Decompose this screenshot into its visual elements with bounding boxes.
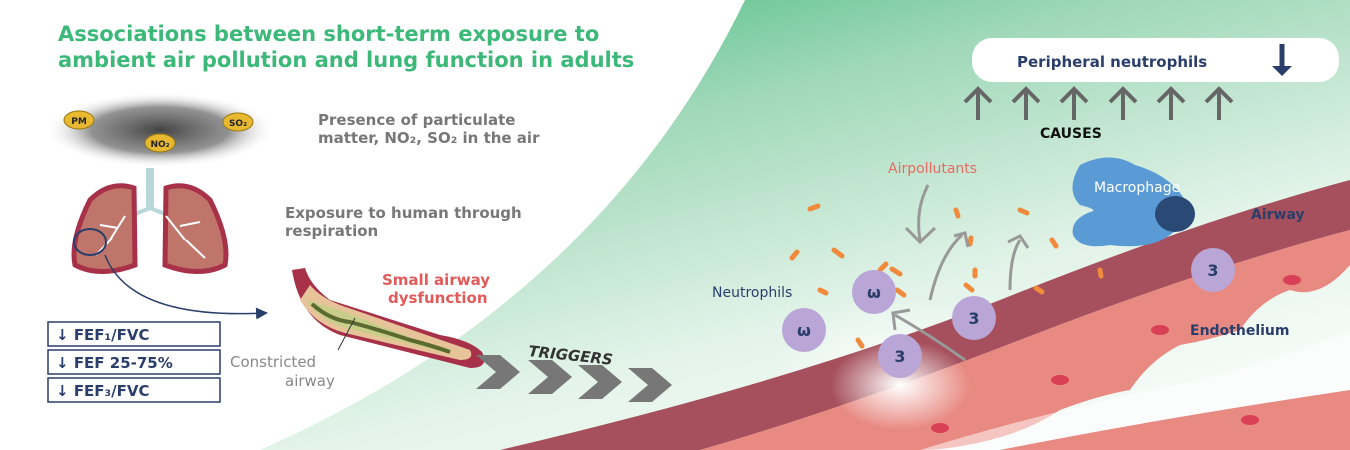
lungs-icon	[71, 168, 229, 274]
constricted-pointer	[337, 317, 356, 351]
down-arrow-icon	[1272, 44, 1292, 76]
airway-label: Airway	[1251, 207, 1305, 223]
svg-text:Peripheral neutrophils: Peripheral neutrophils	[1017, 53, 1207, 71]
svg-text:↓ FEF₃/FVC: ↓ FEF₃/FVC	[56, 382, 149, 400]
title-line-1: Associations between short-term exposure…	[58, 22, 599, 46]
wall-fade	[830, 340, 970, 430]
constricted-text-2: airway	[285, 372, 335, 390]
no2-badge: NO₂	[144, 133, 176, 153]
pollutant-particles	[789, 203, 1104, 349]
small-airway-text-1: Small airway	[382, 271, 490, 289]
small-airway-text-2: dysfunction	[388, 289, 488, 307]
causes-label: CAUSES	[1040, 126, 1102, 142]
title-line-2: ambient air pollution and lung function …	[58, 48, 634, 72]
measure-box-1: ↓ FEF₁/FVC	[47, 321, 221, 347]
airpollutants-label: Airpollutants	[888, 161, 977, 177]
macrophage-icon	[1072, 157, 1195, 247]
measure-box-3: ↓ FEF₃/FVC	[47, 377, 221, 403]
macrophage-label: Macrophage	[1094, 180, 1180, 196]
svg-text:3: 3	[894, 347, 905, 366]
neutrophil-cells: ω ω 3 3 3	[782, 248, 1235, 378]
endothelium-label: Endothelium	[1190, 323, 1289, 339]
svg-text:↓ FEF 25-75%: ↓ FEF 25-75%	[56, 354, 173, 372]
svg-text:NO₂: NO₂	[150, 140, 169, 150]
triggers-chevrons-icon	[476, 355, 672, 402]
movement-arrows-icon	[891, 184, 1030, 362]
peripheral-neutrophils-box: Peripheral neutrophils	[972, 38, 1339, 82]
measure-box-2: ↓ FEF 25-75%	[47, 349, 221, 375]
svg-text:PM: PM	[71, 117, 87, 127]
svg-text:↓ FEF₁/FVC: ↓ FEF₁/FVC	[56, 326, 149, 344]
constricted-airway-icon	[292, 268, 485, 368]
presence-text-2: matter, NO₂, SO₂ in the air	[318, 129, 540, 147]
exposure-text-1: Exposure to human through	[285, 204, 522, 222]
svg-text:SO₂: SO₂	[229, 119, 247, 129]
smog-cloud-icon	[45, 92, 275, 168]
presence-text-1: Presence of particulate	[318, 111, 515, 129]
svg-text:3: 3	[1207, 261, 1218, 280]
svg-text:ω: ω	[797, 321, 811, 340]
svg-text:3: 3	[968, 309, 979, 328]
svg-text:ω: ω	[867, 283, 881, 302]
neutrophils-label: Neutrophils	[712, 285, 792, 301]
causes-up-arrows-icon	[963, 86, 1234, 120]
constricted-text-1: Constricted	[230, 353, 316, 371]
zoom-arrow	[104, 254, 268, 320]
airway-wall	[500, 180, 1350, 450]
so2-badge: SO₂	[222, 112, 254, 132]
pm-badge: PM	[63, 110, 95, 130]
exposure-text-2: respiration	[285, 222, 378, 240]
